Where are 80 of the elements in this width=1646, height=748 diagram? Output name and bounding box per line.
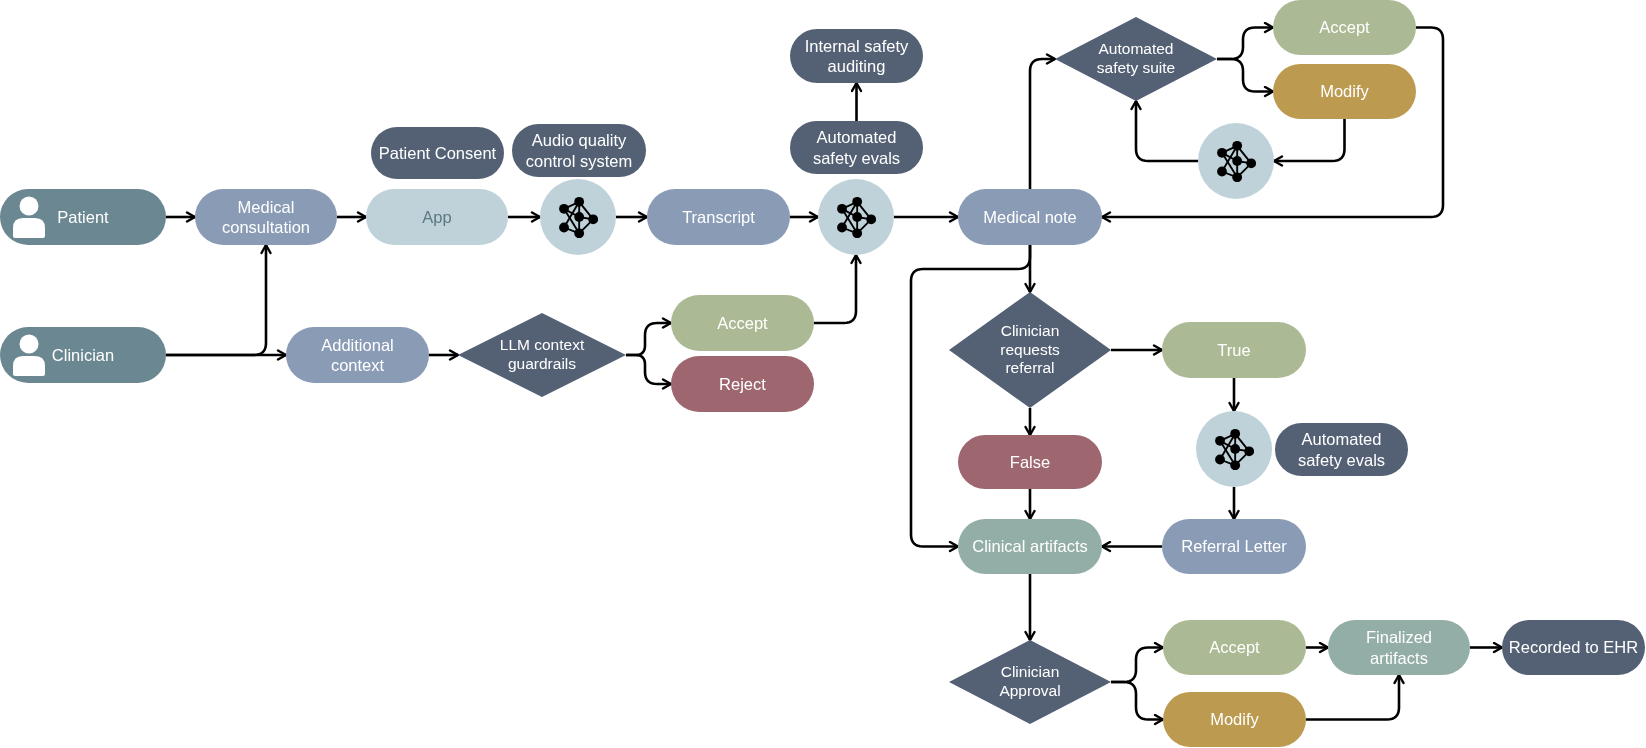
actor-pill [0,189,166,245]
connector-arrow [1228,487,1240,521]
step-label: False [1009,451,1051,473]
connector-arrow [1306,673,1405,721]
step-label: Accept [717,312,768,334]
step-label: Medical note [983,206,1077,228]
decision-label: Clinician requests referral [999,322,1061,378]
connector-arrow [1217,57,1275,98]
connector-arrow [166,349,288,361]
process-pill [512,124,646,177]
process-pill [647,189,790,245]
connector-arrow [1024,489,1036,521]
step-label: Patient Consent [378,142,497,164]
step-label: True [1217,339,1251,361]
step-label: Clinical artifacts [972,536,1088,557]
connector-arrow [1272,119,1346,167]
step-label: Automated safety evals [811,127,902,168]
process-pill [958,519,1102,574]
connector-arrow [1111,680,1165,726]
connector-arrow [429,349,460,361]
step-label: Additional context [320,334,395,376]
process-pill [371,127,504,179]
step-label: Audio quality control system [524,130,634,171]
connector-arrow [814,253,862,325]
connector-arrow [616,211,649,223]
connector-arrow [1100,26,1445,223]
process-pill [286,327,429,383]
process-pill [1163,692,1306,747]
connector-arrow [1024,408,1036,437]
connector-arrow [1024,574,1036,642]
connector-arrow [894,211,960,223]
connector-arrow [1306,641,1330,654]
connector-arrow [1228,378,1240,413]
connector-arrow [166,211,197,223]
connector-arrow [337,211,368,223]
step-label: Modify [1210,709,1259,730]
process-pill [366,189,508,245]
step-label: Accept [1319,17,1370,38]
connector-arrow [1111,344,1164,356]
process-pill [958,435,1102,489]
process-pill [671,356,814,412]
step-label: Finalized artifacts [1364,627,1433,668]
step-label: Patient [57,206,109,228]
connector-arrow [1028,53,1057,189]
process-pill [1275,423,1408,476]
process-pill [958,189,1102,245]
connector-arrow [1130,99,1198,163]
step-label: Transcript [682,206,755,228]
step-label: App [422,206,452,228]
step-label: Referral Letter [1181,536,1287,557]
process-pill [1273,0,1416,55]
process-pill [790,121,923,174]
connector-arrow [1100,540,1162,553]
process-pill [195,189,337,245]
step-label: Accept [1209,637,1260,658]
connector-arrow [790,211,820,223]
connector-arrow [850,81,863,121]
step-label: Internal safety auditing [803,35,910,77]
step-label: Modify [1320,81,1369,102]
connector-arrow [1470,641,1504,654]
connector-arrow [909,245,1032,553]
actor-pill [0,327,166,383]
process-pill [790,29,923,83]
decision-label: Clinician Approval [998,663,1062,701]
process-pill [1162,519,1306,574]
process-pill [671,295,814,351]
process-pill [1162,322,1306,378]
step-label: Clinician [51,344,115,366]
step-label: Recorded to EHR [1508,637,1639,658]
connector-arrow [508,211,542,223]
step-label: Medical consultation [220,196,312,238]
process-pill [1273,64,1416,119]
decision-label: Automated safety suite [1095,40,1177,78]
decision-label: LLM context guardrails [498,336,586,374]
connector-arrow [626,353,673,390]
process-pill [1502,620,1645,675]
step-label: Reject [719,373,766,395]
step-label: Automated safety evals [1296,429,1387,470]
process-pill [1163,620,1306,675]
process-pill [1328,620,1470,675]
